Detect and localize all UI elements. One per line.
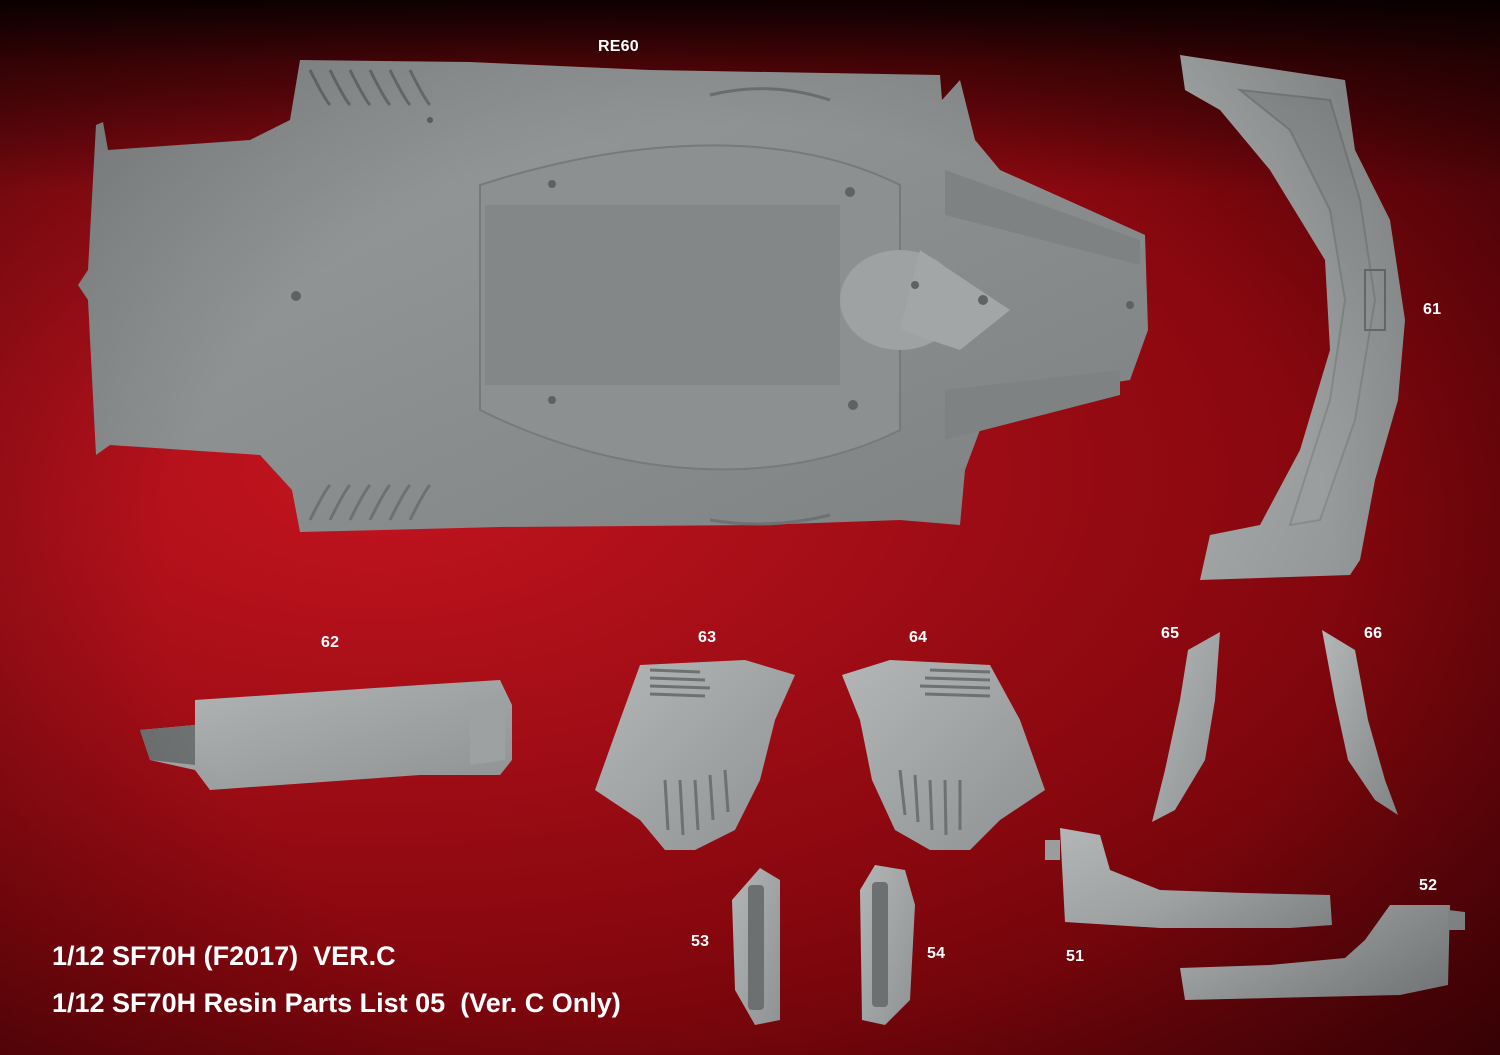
label-66: 66	[1364, 625, 1383, 642]
label-re60: RE60	[598, 38, 639, 55]
label-64: 64	[909, 629, 928, 646]
part-52-endplate	[1180, 905, 1465, 1000]
label-63: 63	[698, 629, 717, 646]
part-64-bargeboard	[842, 660, 1045, 850]
label-52: 52	[1419, 877, 1438, 894]
caption-title: 1/12 SF70H (F2017) VER.C	[52, 941, 396, 971]
part-53-vane	[732, 868, 780, 1025]
part-re60-floor	[78, 60, 1148, 532]
label-62: 62	[321, 634, 340, 651]
part-66-fin	[1322, 630, 1398, 815]
part-54-vane	[860, 865, 915, 1025]
label-65: 65	[1161, 625, 1180, 642]
label-53: 53	[691, 933, 710, 950]
label-51: 51	[1066, 948, 1085, 965]
part-65-fin	[1152, 632, 1220, 822]
part-62-deflector	[140, 680, 512, 790]
caption-subtitle: 1/12 SF70H Resin Parts List 05 (Ver. C O…	[52, 988, 621, 1018]
part-51-endplate	[1045, 828, 1332, 928]
label-54: 54	[927, 945, 946, 962]
label-61: 61	[1423, 301, 1442, 318]
part-63-bargeboard	[595, 660, 795, 850]
part-61-front-wing	[1180, 55, 1405, 580]
